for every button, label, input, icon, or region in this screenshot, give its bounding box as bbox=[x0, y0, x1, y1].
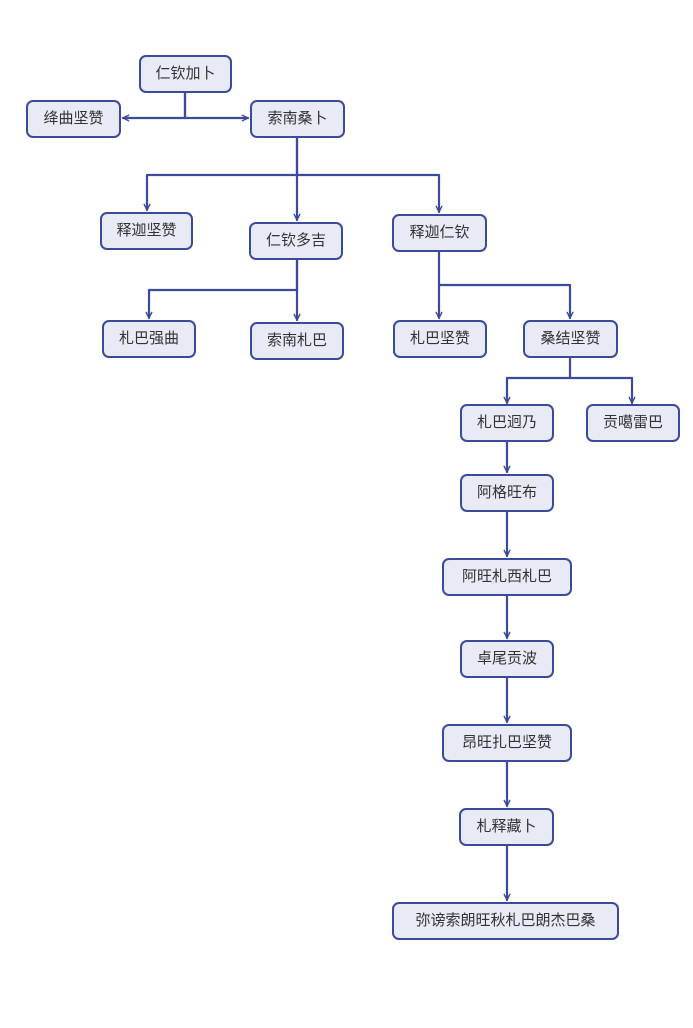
node-shijia-renqin: 释迦仁钦 bbox=[392, 214, 487, 252]
node-suonan-zhaba: 索南札巴 bbox=[250, 322, 344, 360]
node-shijia-jianzan: 释迦坚赞 bbox=[100, 212, 193, 250]
node-zhaba-jiongnai: 札巴迥乃 bbox=[460, 404, 554, 442]
node-jiangqu-jianzan: 绛曲坚赞 bbox=[26, 100, 121, 138]
node-mibang-suolang-wangqiu: 弥谤索朗旺秋札巴朗杰巴桑 bbox=[392, 902, 619, 940]
edge-n3-n4 bbox=[143, 135, 299, 212]
node-renqin-duoji: 仁钦多吉 bbox=[249, 222, 343, 260]
node-zhashi-zangbu: 札释藏卜 bbox=[459, 808, 554, 846]
edge-n5-n7 bbox=[145, 256, 299, 320]
node-sangjie-jianzan: 桑结坚赞 bbox=[523, 320, 618, 358]
node-age-wangbu: 阿格旺布 bbox=[460, 474, 554, 512]
edge-n3-n6 bbox=[295, 173, 443, 214]
edge-n10-n11 bbox=[503, 354, 572, 405]
node-zhaba-qiangqu: 札巴强曲 bbox=[102, 320, 196, 358]
node-renqin-jiabu: 仁钦加卜 bbox=[139, 55, 232, 93]
edge-n6-n10 bbox=[437, 283, 574, 320]
node-suonan-sangbu: 索南桑卜 bbox=[250, 100, 345, 138]
node-zhaba-jianzan: 札巴坚赞 bbox=[393, 320, 487, 358]
node-gongga-leiba: 贡噶雷巴 bbox=[586, 404, 680, 442]
node-awang-zhaxi-zhaba: 阿旺札西札巴 bbox=[442, 558, 572, 596]
edge-n1-n3 bbox=[183, 91, 250, 122]
node-zhuowei-gongbo: 卓尾贡波 bbox=[460, 640, 554, 678]
node-angwang-zhaba-jianzan: 昂旺扎巴坚赞 bbox=[442, 724, 572, 762]
edge-n1-n2 bbox=[121, 91, 187, 122]
edge-n10-n12 bbox=[568, 376, 636, 405]
